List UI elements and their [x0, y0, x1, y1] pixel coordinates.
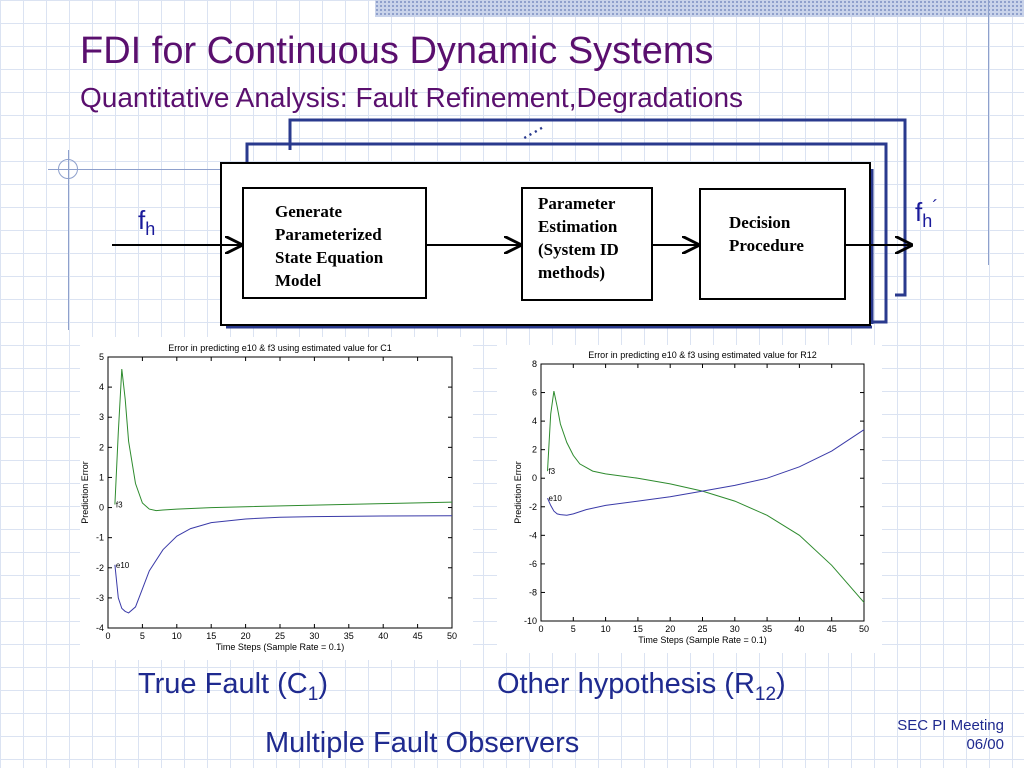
x-tick-label: 45: [413, 631, 423, 641]
caption-true-fault: True Fault (C1): [138, 668, 328, 705]
decorative-line: [988, 0, 989, 265]
x-tick-label: 20: [665, 624, 675, 634]
x-tick-label: 0: [538, 624, 543, 634]
page-title: FDI for Continuous Dynamic Systems: [80, 30, 714, 72]
y-tick-label: -10: [524, 616, 537, 626]
y-tick-label: 8: [532, 359, 537, 369]
y-tick-label: 4: [532, 416, 537, 426]
y-tick-label: -1: [96, 533, 104, 543]
x-axis-label: Time Steps (Sample Rate = 0.1): [216, 642, 344, 652]
box-decision-procedure: [699, 188, 846, 300]
y-tick-label: 0: [532, 473, 537, 483]
meeting-info: SEC PI Meeting 06/00: [897, 716, 1004, 754]
y-tick-label: -2: [96, 563, 104, 573]
page-subtitle: Quantitative Analysis: Fault Refinement,…: [80, 82, 744, 113]
x-tick-label: 45: [827, 624, 837, 634]
x-tick-label: 5: [571, 624, 576, 634]
x-tick-label: 10: [601, 624, 611, 634]
y-tick-label: -4: [96, 623, 104, 633]
header-decoration: [375, 0, 1024, 17]
caption-other-hypothesis: Other hypothesis (R12): [497, 668, 786, 705]
x-axis-label: Time Steps (Sample Rate = 0.1): [638, 635, 766, 645]
y-tick-label: 0: [99, 503, 104, 513]
box-generate-model: [242, 187, 427, 299]
y-tick-label: 4: [99, 382, 104, 392]
input-signal-label: fh: [138, 205, 156, 240]
chart-right: 0 5 10 15 20 25 30 35 40 45 50 -10 -8 -6 -4 -2 0 2 4 6 8 Erro…: [513, 350, 869, 645]
y-axis-label: Prediction Error: [513, 461, 523, 524]
x-tick-label: 40: [794, 624, 804, 634]
ellipsis-dots: ....: [513, 111, 547, 145]
x-tick-label: 15: [206, 631, 216, 641]
meeting-date: 06/00: [966, 736, 1004, 753]
x-tick-label: 25: [697, 624, 707, 634]
plot-area: [540, 363, 865, 622]
back-frame-1: [245, 142, 888, 324]
series-label-f3: f3: [116, 501, 123, 510]
series-line-f3: [547, 390, 865, 603]
y-tick-label: -3: [96, 593, 104, 603]
box-decision-procedure-label: Decision Procedure: [729, 213, 804, 255]
decorative-circle-icon: [58, 159, 78, 179]
back-frame-2: [288, 118, 907, 297]
y-tick-label: -8: [529, 587, 537, 597]
series-label-f3: f3: [548, 467, 555, 476]
meeting-name: SEC PI Meeting: [897, 717, 1004, 734]
y-tick-label: -2: [529, 502, 537, 512]
series-line-f3: [114, 368, 453, 512]
y-axis-label: Prediction Error: [80, 461, 90, 524]
box-parameter-estimation-label: Parameter Estimation (System ID methods): [538, 194, 619, 282]
series-line-e10: [114, 515, 453, 614]
plot-right-panel: 0 5 10 15 20 25 30 35 40 45 50 -10 -8 -6 -4 -2 0 2 4 6 8 Erro…: [497, 345, 882, 653]
chart-title: Error in predicting e10 & f3 using estim…: [588, 350, 817, 360]
x-tick-label: 50: [447, 631, 457, 641]
y-tick-label: 1: [99, 472, 104, 482]
x-tick-label: 30: [309, 631, 319, 641]
chart-title: Error in predicting e10 & f3 using estim…: [168, 343, 392, 353]
x-tick-label: 50: [859, 624, 869, 634]
x-tick-label: 15: [633, 624, 643, 634]
plot-area: [107, 356, 453, 629]
x-tick-label: 5: [140, 631, 145, 641]
x-tick-label: 35: [344, 631, 354, 641]
y-tick-label: 6: [532, 388, 537, 398]
y-tick-label: 2: [99, 442, 104, 452]
x-tick-label: 35: [762, 624, 772, 634]
x-tick-label: 40: [378, 631, 388, 641]
box-generate-model-label: Generate Parameterized State Equation Mo…: [275, 202, 384, 290]
series-label-e10: e10: [548, 494, 562, 503]
y-tick-label: -6: [529, 559, 537, 569]
x-tick-label: 10: [172, 631, 182, 641]
footer-title: Multiple Fault Observers: [265, 727, 580, 759]
series-line-e10: [547, 429, 865, 516]
x-tick-label: 30: [730, 624, 740, 634]
x-tick-label: 0: [105, 631, 110, 641]
y-tick-label: 3: [99, 412, 104, 422]
frame-shadow: [226, 169, 874, 329]
y-tick-label: 2: [532, 445, 537, 455]
y-tick-label: 5: [99, 352, 104, 362]
x-tick-label: 25: [275, 631, 285, 641]
decorative-line: [68, 150, 69, 330]
series-label-e10: e10: [116, 561, 130, 570]
x-tick-label: 20: [241, 631, 251, 641]
y-tick-label: -4: [529, 530, 537, 540]
output-signal-label: fh´: [915, 197, 939, 232]
box-parameter-estimation: [521, 187, 653, 301]
decorative-line: [48, 169, 248, 170]
